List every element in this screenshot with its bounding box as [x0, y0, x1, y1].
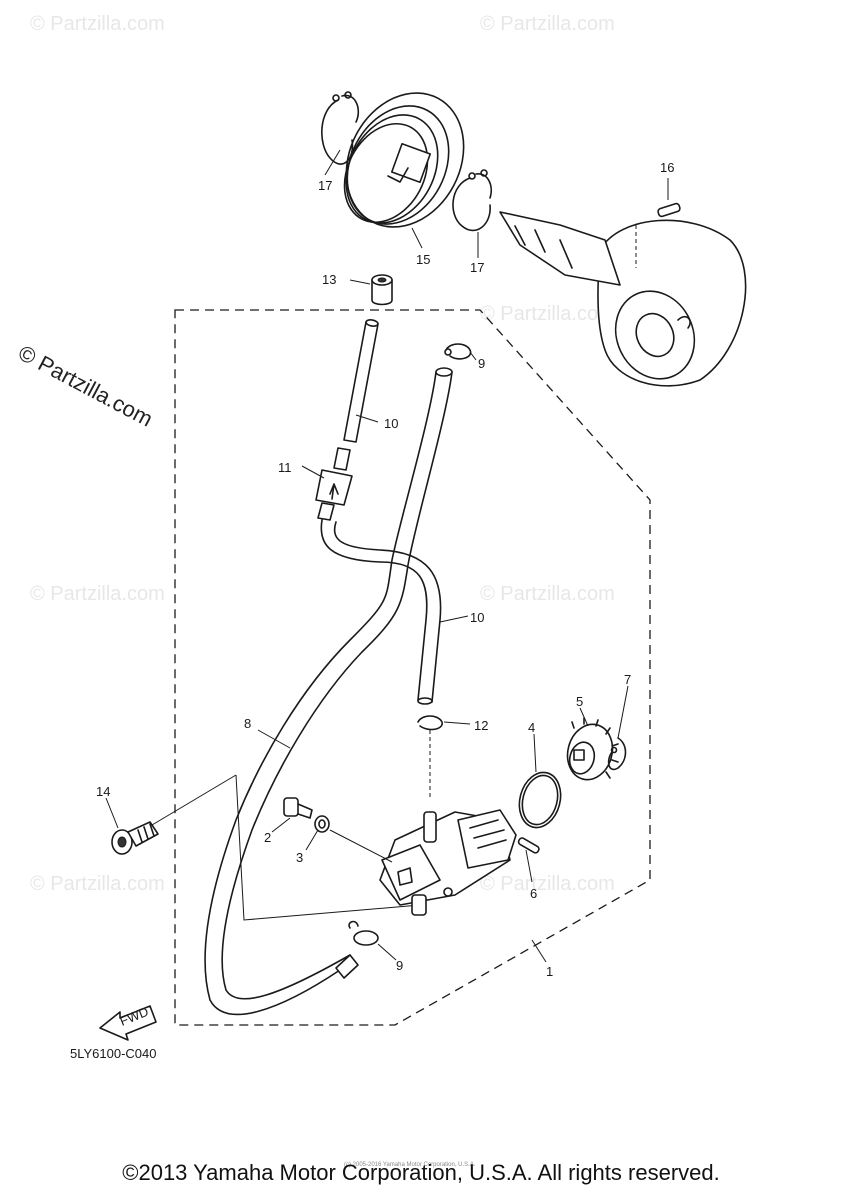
pump-connection-line	[235, 774, 421, 921]
callout-6: 6	[530, 886, 537, 901]
gear-part-5[interactable]	[562, 717, 619, 785]
callout-15: 15	[416, 252, 430, 267]
circlip-part-17-upper[interactable]	[321, 91, 360, 165]
watermark: © Partzilla.com	[480, 13, 615, 35]
tiny-copyright-note: (c) 2005-2016 Yamaha Motor Corporation, …	[344, 1162, 476, 1168]
callout-numbers: 17 15 17 16 13 9 10 11 10 8 12 4 5 7 14 …	[96, 160, 674, 979]
callout-8: 8	[244, 716, 251, 731]
circlip-part-17-lower[interactable]	[452, 169, 492, 232]
short-hose-part-10[interactable]	[343, 319, 379, 443]
forward-arrow-icon: FWD	[99, 1004, 157, 1041]
assembly-boundary	[174, 309, 651, 1026]
long-hose-part-10[interactable]	[320, 519, 442, 705]
callout-5: 5	[576, 694, 583, 709]
watermark: © Partzilla.com	[480, 303, 615, 325]
callout-4: 4	[528, 720, 535, 735]
callout-12: 12	[474, 718, 488, 733]
pump-connection-line	[151, 774, 237, 826]
callout-17: 17	[318, 178, 332, 193]
copyright-text: ©2013 Yamaha Motor Corporation, U.S.A. A…	[122, 1160, 720, 1185]
leader-lines	[105, 149, 669, 963]
collar-part-13[interactable]	[371, 274, 393, 306]
washer-part-3[interactable]	[314, 815, 330, 833]
watermark: © Partzilla.com	[30, 583, 165, 605]
callout-3: 3	[296, 850, 303, 865]
pin-part-6[interactable]	[517, 837, 540, 854]
bolt-part-14[interactable]	[111, 821, 159, 855]
pin-part-16[interactable]	[635, 202, 681, 268]
clip-part-9-upper[interactable]	[444, 343, 472, 360]
watermark: © Partzilla.com	[30, 13, 165, 35]
callout-9: 9	[396, 958, 403, 973]
callout-17: 17	[470, 260, 484, 275]
bolt-part-2[interactable]	[283, 797, 313, 819]
callout-14: 14	[96, 784, 110, 799]
watermark: © Partzilla.com	[480, 583, 615, 605]
fuel-filter-part-11[interactable]	[315, 447, 353, 521]
callout-10: 10	[384, 416, 398, 431]
callout-9: 9	[478, 356, 485, 371]
callout-1: 1	[546, 964, 553, 979]
shaft-housing	[499, 211, 747, 387]
clip-part-9-lower[interactable]	[348, 920, 379, 946]
oil-pump-part-1[interactable]	[379, 809, 517, 916]
drawing-code: 5LY6100-C040	[70, 1046, 157, 1061]
hose-part-8[interactable]	[204, 367, 453, 1016]
callout-10: 10	[470, 610, 484, 625]
callout-2: 2	[264, 830, 271, 845]
callout-11: 11	[278, 460, 292, 475]
watermark: © Partzilla.com	[480, 873, 615, 895]
callout-7: 7	[624, 672, 631, 687]
callout-13: 13	[322, 272, 336, 287]
callout-16: 16	[660, 160, 674, 175]
watermark-layer: © Partzilla.com © Partzilla.com © Partzi…	[30, 13, 615, 895]
o-ring-part-4[interactable]	[513, 768, 566, 832]
watermark: © Partzilla.com	[30, 873, 165, 895]
circlip-part-7[interactable]	[607, 737, 627, 771]
clip-part-12[interactable]	[417, 715, 443, 800]
pulley-part-15[interactable]	[324, 72, 487, 247]
